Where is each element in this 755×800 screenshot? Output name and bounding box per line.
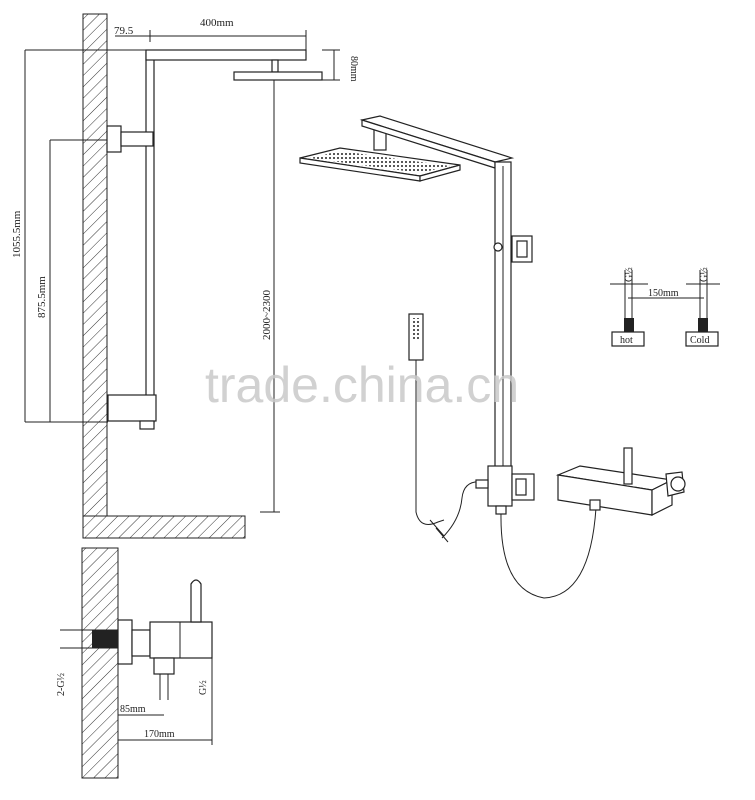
top-arm	[145, 49, 307, 61]
mixer-outlet-3d	[589, 499, 601, 511]
riser-pipe	[145, 51, 155, 423]
hot-label-box	[611, 331, 645, 347]
side-view: 79.5 400mm 80mm 1055.5mm 875.5mm 2000~23…	[11, 13, 359, 539]
hand-shower-hose	[415, 360, 445, 525]
perspective-view	[299, 115, 686, 599]
thread-right: G½	[699, 267, 710, 282]
mixer-hose	[500, 507, 597, 599]
mixer-body-section	[149, 621, 213, 659]
diverter	[487, 465, 513, 507]
dim-install-height: 2000~2300	[261, 290, 273, 340]
mixer-lever-section	[190, 579, 202, 623]
hot-label: hot	[620, 335, 633, 346]
floor-hatch	[82, 515, 246, 539]
escutcheon	[117, 619, 133, 665]
mixer-outlet	[139, 420, 155, 430]
mixer-connector	[131, 629, 151, 657]
hot-pipe-stub	[624, 318, 634, 332]
rain-head-nozzles	[310, 151, 450, 173]
dim-mixer-depth: 170mm	[144, 729, 175, 740]
cold-label: Cold	[690, 335, 709, 346]
outlet-nut	[153, 657, 175, 675]
inlet-detail: G½ G½ 150mm hot Cold	[610, 267, 720, 347]
hand-shower-face	[411, 318, 421, 340]
dim-total-height: 1055.5mm	[11, 210, 23, 258]
mixer-lever	[623, 447, 633, 485]
cold-label-box	[685, 331, 719, 347]
watermark: trade.china.cn	[205, 357, 519, 413]
dim-bracket-height: 875.5mm	[36, 276, 48, 318]
outlet-thread: G½	[198, 680, 209, 695]
dim-wall-offset: 79.5	[114, 25, 134, 37]
wall-hatch	[82, 13, 108, 517]
mixer-side	[107, 394, 157, 422]
dim-arm-length: 400mm	[200, 17, 234, 29]
mixer-section: G½ 2-G½ 85mm 170mm	[56, 547, 213, 779]
dim-head-thickness: 80mm	[348, 56, 359, 82]
dim-pipe-spacing: 150mm	[648, 288, 679, 299]
thread-left: G½	[624, 267, 635, 282]
inlet-pipe	[92, 630, 118, 648]
wall-bracket	[106, 125, 122, 153]
mixer-wall-hatch	[81, 547, 119, 779]
riser-knob	[493, 242, 503, 252]
dim-inlet-depth: 85mm	[120, 704, 146, 715]
shower-head-side	[233, 71, 323, 81]
bracket-arm	[120, 131, 154, 147]
cold-pipe-stub	[698, 318, 708, 332]
side-thread: 2-G½	[56, 672, 67, 696]
head-connector	[271, 59, 279, 73]
